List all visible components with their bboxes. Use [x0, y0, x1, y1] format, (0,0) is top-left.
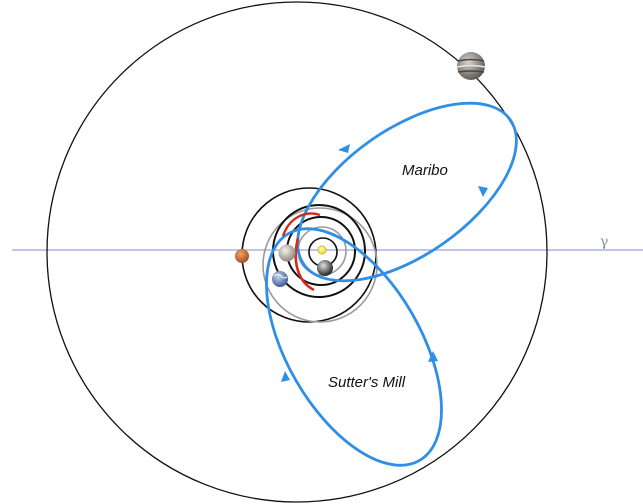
maribo-arrow-top [338, 144, 350, 153]
mercury-icon [317, 260, 333, 276]
sutters-mill-arrow-right [428, 351, 438, 362]
maribo-orbit [296, 101, 518, 283]
vernal-equinox-label: γ [600, 234, 608, 250]
venus-icon [278, 244, 296, 262]
perihelion-arc-maribo [294, 237, 315, 292]
sutters-mill-orbit [265, 227, 443, 467]
perihelion-arc-sutters-mill [281, 212, 321, 237]
sutters-mill-arrow-left [281, 371, 290, 382]
earth-icon [272, 271, 288, 287]
sun-icon [317, 245, 327, 255]
jupiter-icon [456, 52, 486, 80]
jupiter-orbit [46, 1, 548, 503]
maribo-label: Maribo [402, 162, 448, 179]
mars-icon [235, 249, 249, 263]
sutters-mill-label: Sutter's Mill [328, 374, 406, 391]
maribo-arrow-right [478, 186, 488, 197]
